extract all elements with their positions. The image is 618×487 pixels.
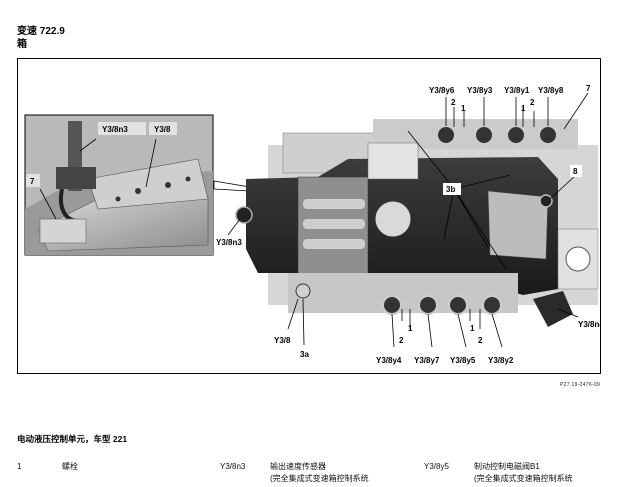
inset-label-y3-8: Y3/8 [154, 125, 171, 134]
legend-text: 输出速度传感器 (完全集成式变速箱控制系统 [270, 461, 369, 485]
label-8: 8 [573, 167, 578, 176]
label-1-bottom-left: 1 [408, 324, 413, 333]
legend-line: 制动控制电磁阀B1 [474, 462, 540, 471]
diagram-frame: Y3/8n3 Y3/8 7 [17, 58, 601, 374]
label-y3-8y2: Y3/8y2 [488, 356, 514, 365]
label-2-top-right: 2 [530, 98, 535, 107]
legend-num: 1 [17, 462, 22, 471]
label-y3-8y8: Y3/8y8 [538, 86, 564, 95]
label-2-bottom-right: 2 [478, 336, 483, 345]
legend-text: 制动控制电磁阀B1 (完全集成式变速箱控制系统 [474, 461, 573, 485]
legend-num: Y3/8n3 [220, 462, 246, 471]
legend-text: 螺栓 [62, 462, 78, 471]
inset-label-y3-8n3: Y3/8n3 [102, 125, 128, 134]
label-y3-8y3: Y3/8y3 [467, 86, 493, 95]
label-y3-8n4: Y3/8n4 [578, 320, 601, 329]
label-3b: 3b [446, 185, 455, 194]
label-2-top-left: 2 [451, 98, 456, 107]
control-unit-diagram: Y3/8n3 Y3/8 7 [24, 84, 601, 365]
label-1-top-left: 1 [461, 104, 466, 113]
figure-caption: 电动液压控制单元，车型 221 [17, 434, 128, 444]
legend-line: (完全集成式变速箱控制系统 [474, 474, 573, 483]
legend-line: (完全集成式变速箱控制系统 [270, 474, 369, 483]
leader-lines [227, 92, 589, 348]
label-1-top-right: 1 [521, 104, 526, 113]
page-title: 变速 722.9 [17, 26, 65, 37]
label-y3-8y7: Y3/8y7 [414, 356, 440, 365]
label-y3-8n3: Y3/8n3 [216, 238, 242, 247]
legend-num: Y3/8y5 [424, 462, 449, 471]
inset-photo: Y3/8n3 Y3/8 7 [24, 114, 266, 256]
control-unit-photo [235, 119, 599, 327]
label-3a: 3a [300, 350, 309, 359]
label-y3-8y6: Y3/8y6 [429, 86, 455, 95]
label-y3-8: Y3/8 [274, 336, 291, 345]
page-subtitle: 箱 [17, 39, 27, 50]
inset-label-7: 7 [30, 177, 35, 186]
legend-line: 输出速度传感器 [270, 462, 326, 471]
figure-reference: P27.19-2476-09 [560, 382, 601, 388]
label-1-bottom-right: 1 [470, 324, 475, 333]
label-y3-8y5: Y3/8y5 [450, 356, 476, 365]
label-y3-8y1: Y3/8y1 [504, 86, 530, 95]
label-7: 7 [586, 84, 591, 93]
label-2-bottom-left: 2 [399, 336, 404, 345]
label-y3-8y4: Y3/8y4 [376, 356, 402, 365]
